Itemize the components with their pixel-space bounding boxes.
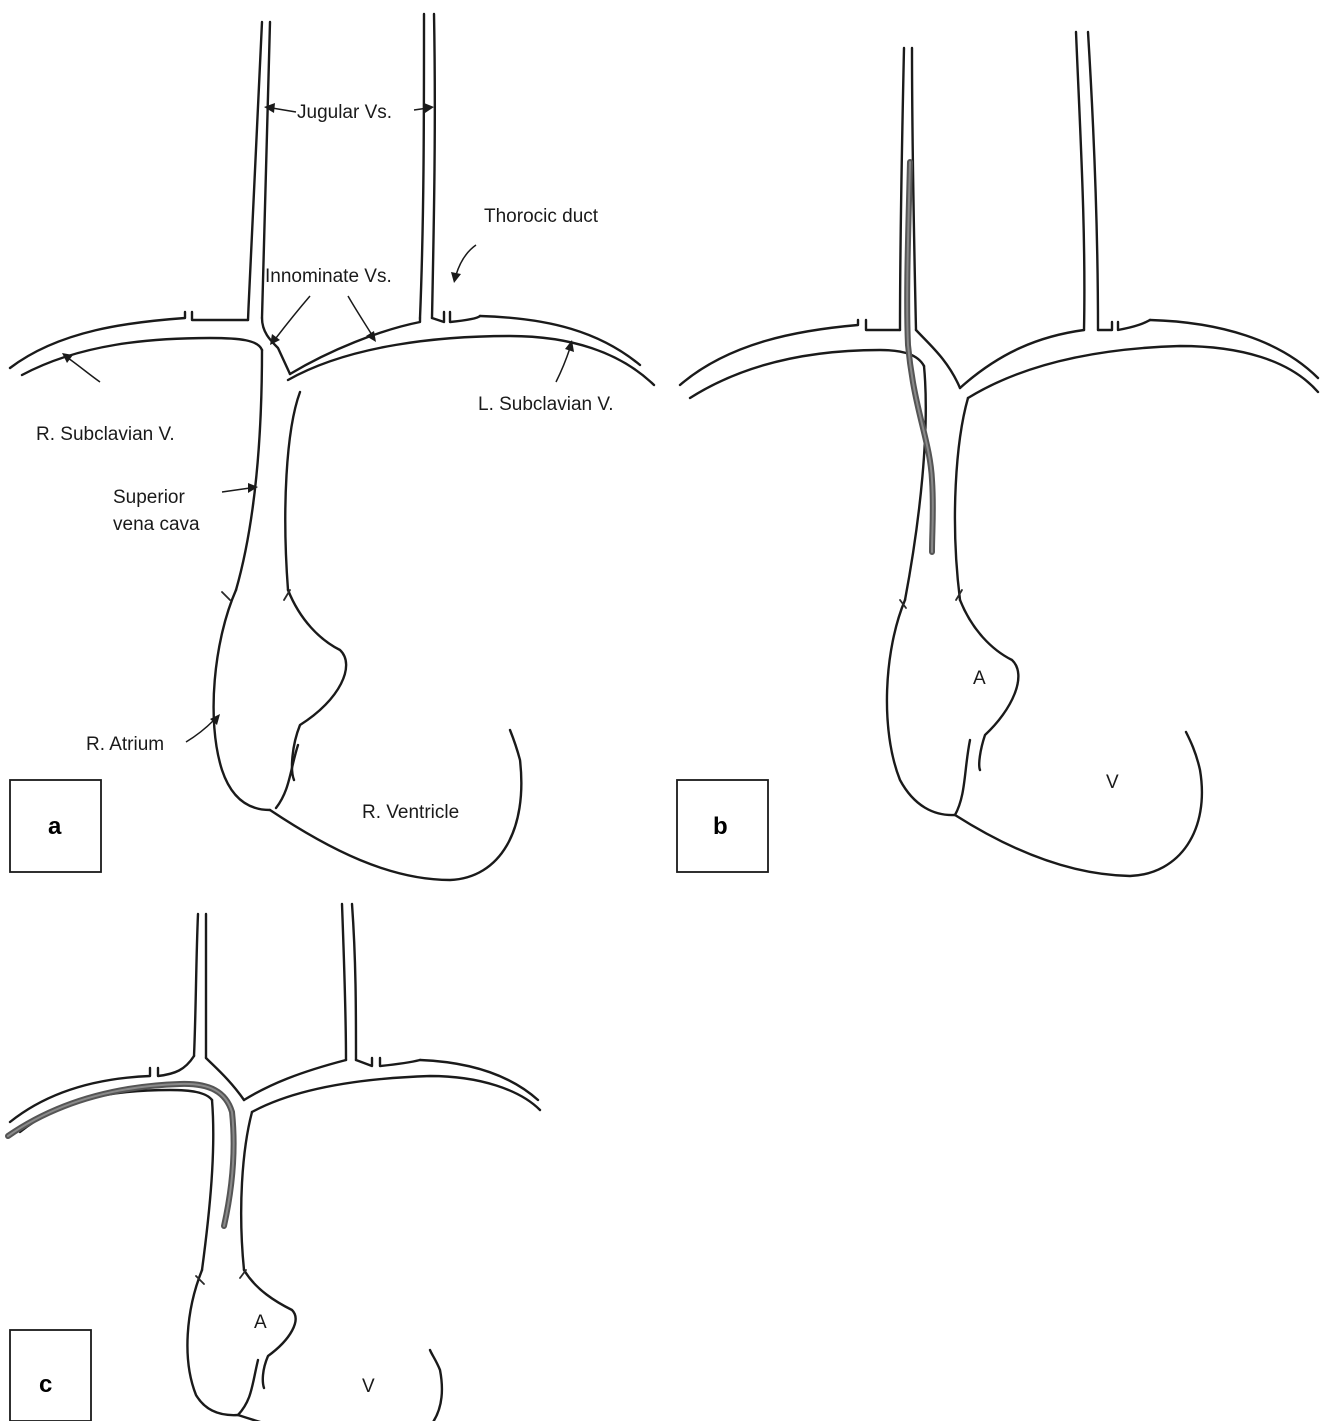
l-subclavian-label: L. Subclavian V. (478, 394, 614, 415)
thoracic-duct-label: Thorocic duct (484, 206, 599, 227)
panel-a: Jugular Vs. Thorocic duct Innominate Vs.… (10, 14, 654, 880)
r-ventricle-label: R. Ventricle (362, 802, 459, 823)
jugular-veins-b (900, 32, 1098, 330)
panel-b: A V b (677, 32, 1318, 876)
panel-tag-a: a (10, 780, 101, 872)
subclavian-innominate-b (680, 320, 1318, 398)
subclavian-innominate-a (10, 312, 654, 385)
panel-letter-b: b (713, 813, 728, 840)
panel-tag-b: b (677, 780, 768, 872)
subclavian-innominate-c (10, 1056, 540, 1132)
jugular-veins-label: Jugular Vs. (297, 102, 392, 123)
atrium-label-b: A (973, 668, 986, 689)
ventricle-label-c: V (362, 1376, 375, 1397)
leaders-a (62, 103, 574, 742)
panel-letter-a: a (48, 813, 62, 840)
panel-tag-c: c (10, 1330, 91, 1421)
atrium-label-c: A (254, 1312, 267, 1333)
heart-outline-a (214, 590, 522, 880)
svc-label-line2: vena cava (113, 514, 200, 535)
panel-letter-c: c (39, 1371, 52, 1398)
r-atrium-label: R. Atrium (86, 734, 164, 755)
r-subclavian-label: R. Subclavian V. (36, 424, 175, 445)
superior-vena-cava-c (202, 1100, 252, 1270)
catheter-c (8, 1084, 234, 1226)
ventricle-label-b: V (1106, 772, 1119, 793)
heart-outline-c (187, 1270, 441, 1421)
panel-c: A V c (8, 904, 540, 1421)
heart-outline-b (887, 590, 1202, 876)
innominate-veins-label: Innominate Vs. (265, 266, 392, 287)
superior-vena-cava-a (236, 350, 300, 590)
svc-label-line1: Superior (113, 487, 185, 508)
jugular-veins-c (194, 904, 356, 1060)
